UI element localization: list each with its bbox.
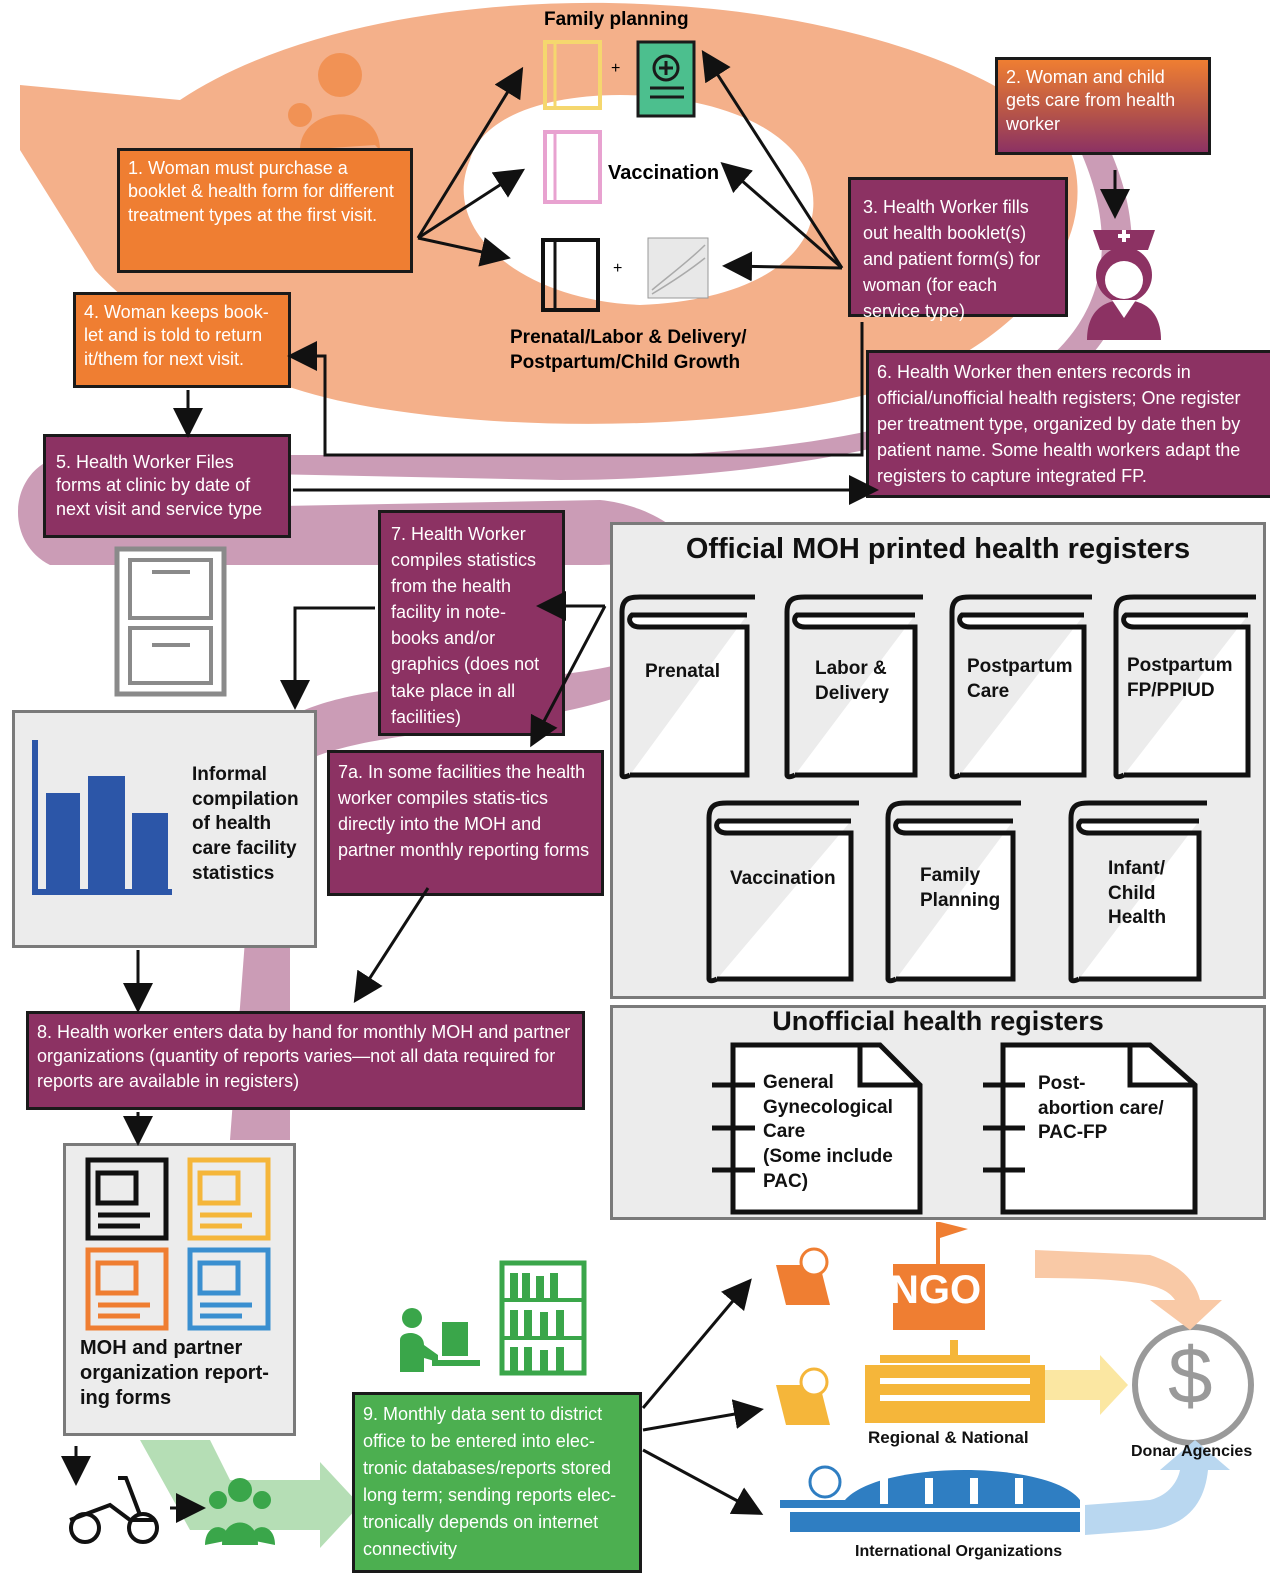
unofficial-registers-title: Unofficial health registers <box>772 1006 1104 1036</box>
bookshelf-icon <box>499 1260 587 1376</box>
register-book-icon <box>1113 594 1256 780</box>
arrow-to-informal <box>280 606 375 710</box>
step-8-box: 8. Health worker enters data by hand for… <box>26 1011 585 1110</box>
arrow-6-to-4 <box>287 322 864 457</box>
informal-line5: statistics <box>192 862 275 884</box>
donor-agencies-label: Donar Agencies <box>1131 1443 1253 1460</box>
yellow-booklet-icon <box>543 40 602 110</box>
notebook-icon <box>712 1042 923 1215</box>
step-9-box: 9. Monthly data sent to district office … <box>352 1392 642 1573</box>
informal-line2: compilation <box>192 788 299 810</box>
register-book-icon <box>949 594 1092 780</box>
official-registers-title: Official MOH printed health registers <box>685 533 1191 565</box>
pink-booklet-icon <box>543 130 602 204</box>
report-form-yellow-icon <box>187 1157 271 1241</box>
step-4-box: 4. Woman keeps book-let and is told to r… <box>73 292 291 388</box>
step-1-box: 1. Woman must purchase a booklet & healt… <box>117 148 413 273</box>
register-book-icon <box>619 594 755 780</box>
step-2-box: 2. Woman and child gets care from health… <box>995 57 1211 155</box>
forms-line2: organization report- <box>80 1362 269 1384</box>
step-3-box: 3. Health Worker fills out health bookle… <box>848 177 1068 321</box>
people-group-icon <box>205 1478 275 1545</box>
blue-arrow-to-donor <box>1085 1440 1230 1535</box>
laptop-globe-yellow-icon <box>776 1367 830 1425</box>
step-7-box: 7. Health Worker compiles statistics fro… <box>378 510 565 736</box>
arrow-3-to-fp <box>701 49 844 269</box>
arrow-7a-to-8 <box>353 887 430 1004</box>
unofficial-register-label: Post- abortion care/ PAC-FP <box>1038 1073 1164 1144</box>
step-6-box: 6. Health Worker then enters records in … <box>866 350 1270 498</box>
official-register-label: Vaccination <box>730 868 836 889</box>
vaccination-label: Vaccination <box>608 162 720 184</box>
step-5-box: 5. Health Worker Files forms at clinic b… <box>43 434 291 538</box>
unofficial-register-label: General Gynecological Care (Some include… <box>763 1072 893 1192</box>
prenatal-label-line2: Postpartum/Child Growth <box>510 351 741 373</box>
informal-line4: care facility <box>192 838 297 860</box>
family-planning-label: Family planning <box>544 9 689 30</box>
arrow-9-to-regional <box>642 1399 764 1432</box>
informal-line3: of health <box>192 813 272 835</box>
international-orgs-label: International Organizations <box>855 1543 1063 1560</box>
arrow-1-to-fp <box>416 66 524 239</box>
informal-compilation-label: Informal compilation of health care faci… <box>192 763 299 886</box>
forms-line3: ing forms <box>80 1387 172 1409</box>
regional-national-label: Regional & National <box>868 1428 1029 1447</box>
arrow-1-to-prenatal <box>417 236 511 267</box>
reporting-forms-panel <box>63 1143 296 1436</box>
dollar-sign: $ <box>1168 1331 1213 1420</box>
official-register-label: Infant/ Child Health <box>1108 858 1167 929</box>
notebook-icon <box>983 1042 1198 1215</box>
yellow-arrow-to-donor <box>1045 1355 1128 1415</box>
ngo-label: NGO <box>890 1268 982 1312</box>
forms-line1: MOH and partner <box>80 1337 243 1359</box>
black-booklet-icon <box>541 238 600 312</box>
ngo-building-icon <box>893 1222 985 1330</box>
laptop-globe-orange-icon <box>776 1247 830 1305</box>
plus-sign: + <box>611 60 621 77</box>
informal-line1: Informal <box>192 764 267 785</box>
report-form-blue-icon <box>187 1247 271 1331</box>
register-book-icon <box>1068 800 1207 984</box>
arrow-3-to-vacc <box>720 162 843 270</box>
un-building-icon <box>780 1465 1080 1532</box>
health-form-green-icon <box>636 40 696 118</box>
official-register-label: Prenatal <box>645 661 720 682</box>
register-book-icon <box>885 800 1021 984</box>
report-form-orange-icon <box>85 1247 169 1331</box>
arrow-9-to-ngo <box>641 1278 752 1409</box>
register-book-icon <box>784 594 923 780</box>
official-register-label: Postpartum Care <box>967 656 1073 702</box>
official-register-label: Labor & Delivery <box>815 658 889 704</box>
arrow-9-to-intl <box>642 1448 764 1515</box>
arrow-3-to-prenatal <box>722 251 843 282</box>
peach-arrow-to-donor <box>1035 1250 1222 1330</box>
computer-worker-icon <box>400 1308 480 1372</box>
government-building-icon <box>865 1340 1045 1423</box>
prenatal-label: Prenatal/Labor & Delivery/ Postpartum/Ch… <box>510 326 747 375</box>
report-form-black-icon <box>85 1157 169 1241</box>
step-7a-box: 7a. In some facilities the health worker… <box>327 750 604 896</box>
official-register-label: Family Planning <box>920 865 1001 911</box>
official-register-label: Postpartum FP/PPIUD <box>1127 655 1233 701</box>
prenatal-label-line1: Prenatal/Labor & Delivery/ <box>510 327 747 348</box>
reporting-forms-label: MOH and partner organization report- ing… <box>80 1336 269 1411</box>
plus-sign: + <box>613 260 623 277</box>
growth-chart-icon <box>647 237 709 299</box>
arrow-1-to-vacc <box>417 168 526 240</box>
register-book-icon <box>706 800 859 984</box>
scooter-icon <box>69 1476 159 1544</box>
arrow-to-7a <box>530 605 607 748</box>
